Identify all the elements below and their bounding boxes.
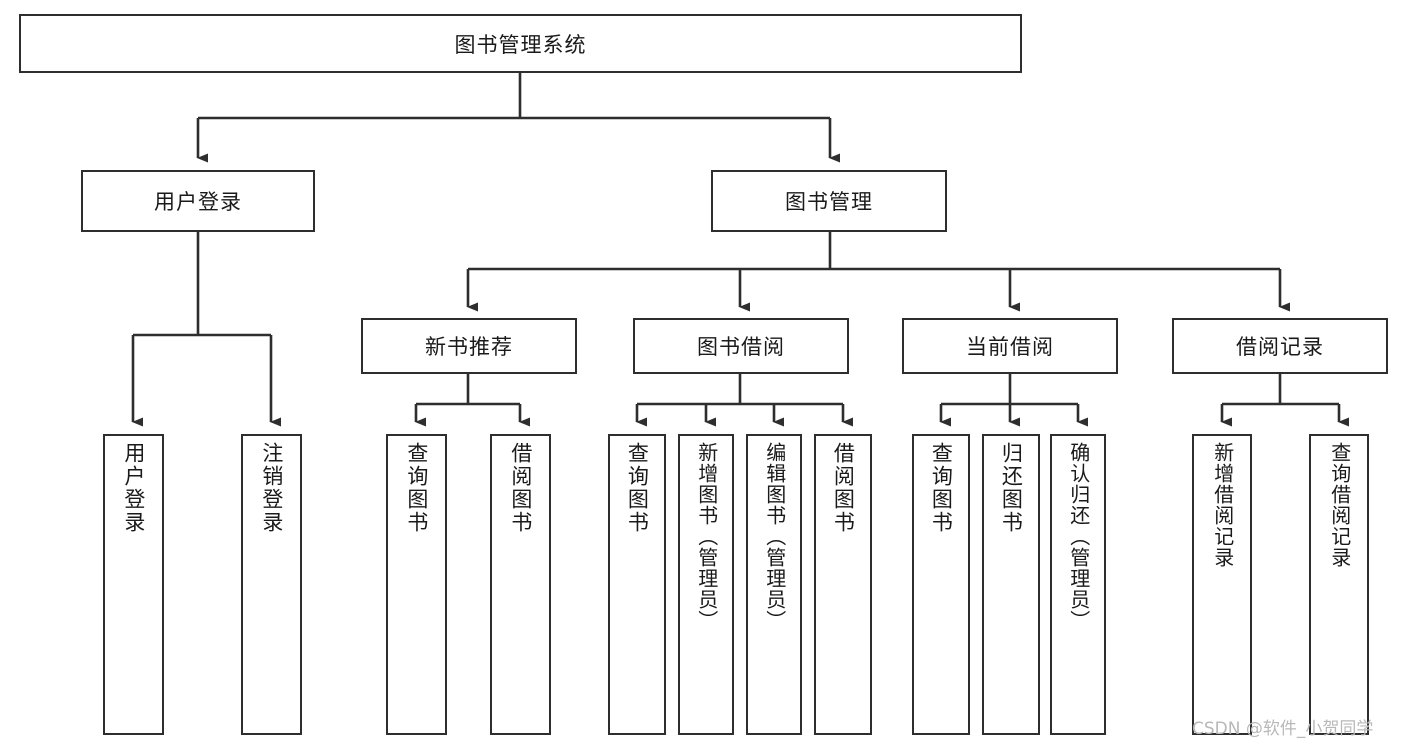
node-leaf-query-book-3[interactable]: 查询图书 <box>912 434 970 735</box>
node-leaf-query-book-2[interactable]: 查询图书 <box>608 434 666 735</box>
node-leaf-user-login[interactable]: 用户登录 <box>103 434 164 735</box>
node-label: 借阅图书 <box>831 442 856 534</box>
node-label: 借阅图书 <box>508 442 533 534</box>
node-label: 图书借阅 <box>697 335 785 359</box>
node-label: 查询图书 <box>929 442 954 534</box>
node-leaf-add-book[interactable]: 新增图书（管理员） <box>678 434 734 735</box>
node-book-borrow[interactable]: 图书借阅 <box>633 318 849 374</box>
node-leaf-edit-book[interactable]: 编辑图书（管理员） <box>746 434 802 735</box>
node-new-book-recommend[interactable]: 新书推荐 <box>361 318 577 374</box>
node-borrow-record[interactable]: 借阅记录 <box>1172 318 1388 374</box>
node-leaf-borrow-book-1[interactable]: 借阅图书 <box>490 434 551 735</box>
node-leaf-logout-login[interactable]: 注销登录 <box>241 434 302 735</box>
node-label: 新增借阅记录 <box>1210 442 1235 568</box>
node-label: 借阅记录 <box>1236 335 1324 359</box>
node-label: 查询图书 <box>625 442 650 534</box>
node-leaf-query-book-1[interactable]: 查询图书 <box>386 434 447 735</box>
node-book-manage[interactable]: 图书管理 <box>711 170 947 232</box>
node-label: 查询图书 <box>404 442 429 534</box>
node-label: 当前借阅 <box>966 335 1054 359</box>
node-leaf-confirm-return[interactable]: 确认归还（管理员） <box>1050 434 1106 735</box>
node-label: 查询借阅记录 <box>1327 442 1352 568</box>
node-label: 用户登录 <box>154 190 242 214</box>
node-label: 编辑图书（管理员） <box>762 442 787 631</box>
node-label: 确认归还（管理员） <box>1066 442 1091 631</box>
node-label: 注销登录 <box>259 442 284 534</box>
node-leaf-add-record[interactable]: 新增借阅记录 <box>1192 434 1252 735</box>
node-leaf-return-book[interactable]: 归还图书 <box>982 434 1040 735</box>
node-current-borrow[interactable]: 当前借阅 <box>902 318 1118 374</box>
node-label: 图书管理 <box>785 190 873 214</box>
node-label: 用户登录 <box>121 442 146 534</box>
node-label: 图书管理系统 <box>454 32 587 57</box>
node-book-management-system[interactable]: 图书管理系统 <box>19 14 1022 73</box>
node-label: 新增图书（管理员） <box>694 442 719 631</box>
node-leaf-query-record[interactable]: 查询借阅记录 <box>1309 434 1369 735</box>
node-user-login[interactable]: 用户登录 <box>81 170 315 232</box>
node-leaf-borrow-book-2[interactable]: 借阅图书 <box>814 434 872 735</box>
node-label: 新书推荐 <box>425 335 513 359</box>
node-label: 归还图书 <box>999 442 1024 534</box>
